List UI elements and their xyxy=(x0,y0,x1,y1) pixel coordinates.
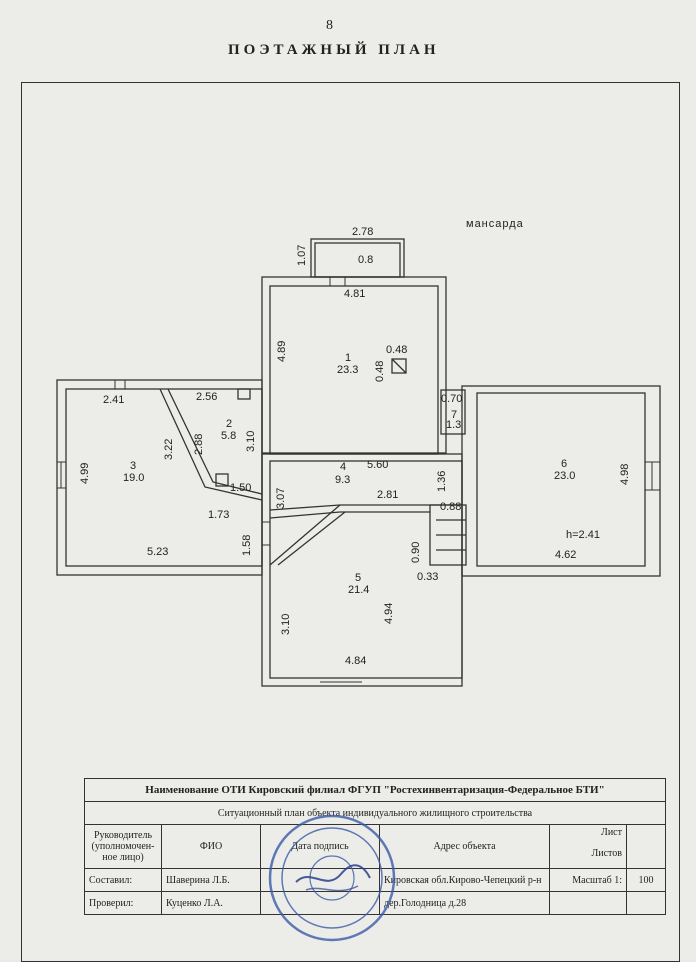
dim-2-41: 2.41 xyxy=(103,394,125,406)
room-1-number: 1 xyxy=(345,352,352,364)
address-label: Адрес объекта xyxy=(379,824,550,869)
floor-label: мансарда xyxy=(466,218,524,230)
room-6-inner xyxy=(476,392,646,567)
room-6-number: 6 xyxy=(561,458,568,470)
checked-name: Куценко Л.А. xyxy=(161,891,261,915)
org-line: Наименование ОТИ Кировский филиал ФГУП "… xyxy=(84,778,666,802)
dim-2-88: 2.88 xyxy=(193,433,205,455)
dim-4-94: 4.94 xyxy=(383,602,395,624)
sheet-value xyxy=(626,824,666,869)
dim-0-33: 0.33 xyxy=(417,571,439,583)
dim-2-78: 2.78 xyxy=(352,226,374,238)
room-2-area: 5.8 xyxy=(221,430,237,442)
dim-1-73: 1.73 xyxy=(208,509,230,521)
title-block: Наименование ОТИ Кировский филиал ФГУП "… xyxy=(84,778,666,915)
composed-label: Составил: xyxy=(84,868,162,892)
dim-3-07: 3.07 xyxy=(275,487,287,509)
page-number: 8 xyxy=(326,18,333,33)
dim-5-60: 5.60 xyxy=(367,459,389,471)
sheet-labels: Лист Листов xyxy=(549,824,627,869)
chimney xyxy=(391,358,407,374)
dim-2-56: 2.56 xyxy=(196,391,218,403)
sheet-label: Лист xyxy=(601,827,622,838)
room-2-number: 2 xyxy=(226,418,233,430)
room-5-number: 5 xyxy=(355,572,362,584)
ceiling-height: h=2.41 xyxy=(566,529,600,541)
dim-1-50: 1.50 xyxy=(230,482,252,494)
dim-0-88: 0.88 xyxy=(440,501,462,513)
diagonal-wall xyxy=(269,504,341,566)
room-2-partition xyxy=(159,388,263,501)
address-value-2: дер.Голодница д.28 xyxy=(379,891,550,915)
dim-0-70: 0.70 xyxy=(441,393,463,405)
stove-marker-1 xyxy=(237,388,251,400)
dim-0-90: 0.90 xyxy=(410,541,422,563)
scale-label: Масштаб 1: xyxy=(549,868,627,892)
balcony-area: 0.8 xyxy=(358,254,374,266)
page-title: ПОЭТАЖНЫЙ ПЛАН xyxy=(228,42,440,58)
address-value-1: Кировская обл.Кирово-Чепецкий р-н xyxy=(379,868,550,892)
room-7-area: 1.3 xyxy=(446,419,462,431)
official-seal xyxy=(268,814,396,942)
room-3-number: 3 xyxy=(130,460,137,472)
dim-5-23: 5.23 xyxy=(147,546,169,558)
room-7-outline xyxy=(440,389,466,435)
dim-3-10-a: 3.10 xyxy=(245,430,257,452)
room-3-area: 19.0 xyxy=(123,472,145,484)
central-inner xyxy=(269,460,463,679)
room-1-area: 23.3 xyxy=(337,364,359,376)
stove-marker-2 xyxy=(215,473,229,487)
room-4-number: 4 xyxy=(340,461,347,473)
checked-label: Проверил: xyxy=(84,891,162,915)
empty-cell-1 xyxy=(549,891,627,915)
room-4-area: 9.3 xyxy=(335,474,351,486)
dim-3-10-b: 3.10 xyxy=(280,613,292,635)
room-5-area: 21.4 xyxy=(348,584,370,596)
dim-4-99: 4.99 xyxy=(79,462,91,484)
dim-1-36: 1.36 xyxy=(436,470,448,492)
head-label: Руководитель (уполномочен-ное лицо) xyxy=(84,824,162,869)
dim-4-89: 4.89 xyxy=(276,340,288,362)
empty-cell-2 xyxy=(626,891,666,915)
dim-0-48-b: 0.48 xyxy=(374,360,386,382)
room-7-number: 7 xyxy=(451,409,458,421)
dim-3-22: 3.22 xyxy=(163,438,175,460)
scale-value: 100 xyxy=(626,868,666,892)
dim-4-98: 4.98 xyxy=(619,463,631,485)
dim-4-84: 4.84 xyxy=(345,655,367,667)
partition-4-5 xyxy=(269,504,462,511)
dim-1-07: 1.07 xyxy=(296,244,308,266)
dim-1-58: 1.58 xyxy=(241,534,253,556)
room-1-outline xyxy=(261,276,447,454)
dim-2-81: 2.81 xyxy=(377,489,399,501)
dim-4-81: 4.81 xyxy=(344,288,366,300)
dim-4-62: 4.62 xyxy=(555,549,577,561)
sheets-label: Листов xyxy=(591,848,622,859)
room-6-area: 23.0 xyxy=(554,470,576,482)
central-outline xyxy=(261,453,463,687)
composed-name: Шаверина Л.Б. xyxy=(161,868,261,892)
dim-0-48-a: 0.48 xyxy=(386,344,408,356)
fio-label: ФИО xyxy=(161,824,261,869)
left-wing-inner xyxy=(65,388,263,567)
checked-sign xyxy=(260,891,380,915)
